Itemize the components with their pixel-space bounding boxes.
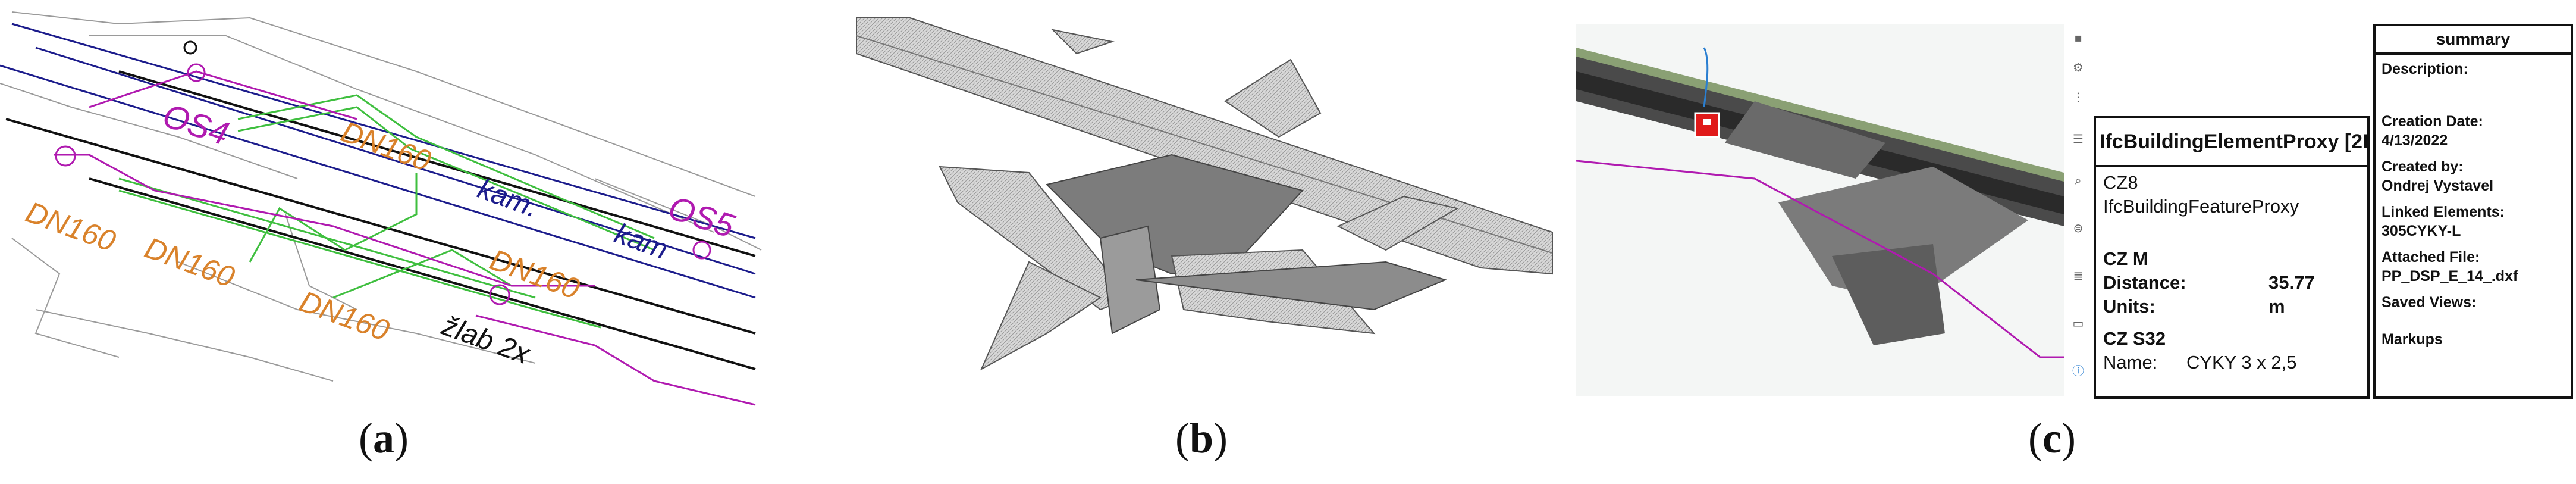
prop-distance-row: Distance: 35.77 [2096, 271, 2367, 295]
panel-a-cad-drawing: OS4 OS5 DN160 DN160 DN160 DN160 DN160 ka… [0, 0, 767, 462]
creation-date-value: 4/13/2022 [2382, 132, 2448, 149]
label-os4: OS4 [158, 96, 233, 152]
properties-title: IfcBuildingElementProxy [2D] [2096, 118, 2367, 167]
settings-icon[interactable]: ⚙ [2073, 60, 2084, 74]
properties-panel: IfcBuildingElementProxy [2D] CZ8 IfcBuil… [2094, 116, 2370, 399]
label-dn160-left: DN160 [21, 195, 120, 258]
viewport-model [1576, 47, 2064, 358]
creation-date-label: Creation Date: [2382, 113, 2483, 130]
bridge-3d-view [856, 17, 1553, 371]
prop-units-row: Units: m [2096, 295, 2367, 318]
description-label: Description: [2382, 61, 2468, 77]
units-label: Units: [2103, 296, 2155, 317]
model-viewport[interactable] [1576, 24, 2064, 396]
menu-icon[interactable]: ⋮ [2072, 90, 2084, 104]
distance-label: Distance: [2103, 272, 2186, 293]
markups-label[interactable]: Markups [2382, 331, 2443, 348]
label-dn160-left2: DN160 [140, 231, 239, 294]
created-by-label: Created by: [2382, 158, 2464, 175]
summary-panel: summary Description: Creation Date: 4/13… [2373, 24, 2573, 399]
list-icon[interactable]: ≣ [2073, 268, 2084, 283]
units-value: m [2268, 296, 2285, 317]
label-os5: OS5 [664, 188, 739, 245]
layers-icon[interactable]: ▪ [2074, 30, 2082, 45]
label-kam-1: kam. [473, 173, 542, 224]
panel-c-bim-viewer: ▪ ⚙ ⋮ ☰ ⌕ ⊜ ≣ ▭ ⓘ IfcBuildingElementProx… [1576, 0, 2576, 462]
search-icon[interactable]: ⌕ [2075, 173, 2082, 188]
caption-b: (b) [1175, 414, 1228, 462]
attached-file-value[interactable]: PP_DSP_E_14_.dxf [2382, 268, 2518, 285]
info-icon[interactable]: ⓘ [2072, 364, 2084, 378]
name-label: Name: [2103, 352, 2158, 373]
caption-a: (a) [359, 414, 409, 462]
summary-title: summary [2376, 26, 2571, 55]
linked-elements-value[interactable]: 305CYKY-L [2382, 223, 2461, 239]
caption-c: (c) [2028, 414, 2076, 462]
prop-section-czs32: CZ S32 [2103, 328, 2166, 349]
saved-views-label[interactable]: Saved Views: [2382, 294, 2477, 311]
section-icon[interactable]: ▭ [2072, 316, 2084, 330]
distance-value: 35.77 [2268, 272, 2315, 293]
label-kam-2: kam [610, 218, 672, 266]
panel-b-3d-model: (b) [851, 0, 1564, 462]
prop-line-2: IfcBuildingFeatureProxy [2103, 196, 2299, 217]
created-by-value: Ondrej Vystavel [2382, 177, 2494, 194]
attached-file-label: Attached File: [2382, 249, 2480, 266]
hierarchy-icon[interactable]: ☰ [2073, 132, 2084, 146]
prop-name-row: Name: CYKY 3 x 2,5 [2096, 351, 2367, 374]
prop-section-czm: CZ M [2103, 248, 2148, 269]
cad-utility-plan: OS4 OS5 DN160 DN160 DN160 DN160 DN160 ka… [0, 11, 762, 406]
side-toolbar: ▪ ⚙ ⋮ ☰ ⌕ ⊜ ≣ ▭ ⓘ [2064, 24, 2093, 396]
linked-elements-label: Linked Elements: [2382, 204, 2505, 220]
filter-icon[interactable]: ⊜ [2073, 221, 2084, 235]
name-value: CYKY 3 x 2,5 [2186, 352, 2297, 373]
prop-line-1: CZ8 [2103, 172, 2138, 193]
label-dn160-top: DN160 [337, 115, 435, 178]
